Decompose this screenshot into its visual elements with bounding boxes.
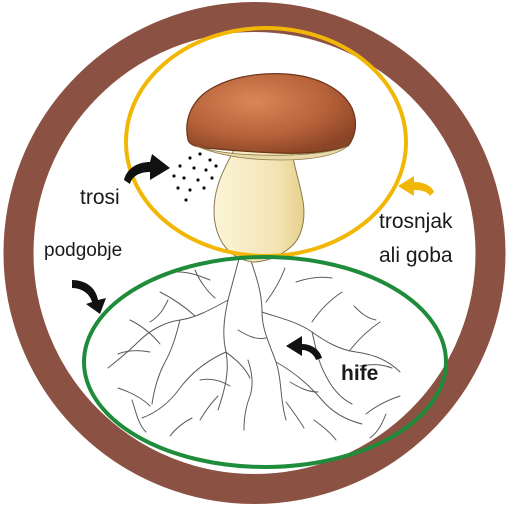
hyphae-label: hife [341, 362, 378, 385]
mycelium-outline [84, 257, 446, 467]
fruiting-body-label-line2: ali goba [379, 244, 453, 267]
arrow-black-hyphae-icon [286, 336, 322, 360]
mushroom-stem [214, 146, 304, 262]
spores-label: trosi [80, 186, 120, 209]
arrow-black-spores-icon [124, 154, 170, 184]
fruiting-body-label-line1: trosnjak [379, 210, 453, 233]
arrow-black-mycelium-icon [72, 280, 106, 314]
arrow-yellow-fruiting-body-icon [398, 176, 434, 196]
spore-dots [172, 152, 217, 201]
mushroom-cap [187, 74, 356, 154]
mycelium-illustration [108, 255, 400, 440]
mycelium-label: podgobje [44, 240, 122, 261]
